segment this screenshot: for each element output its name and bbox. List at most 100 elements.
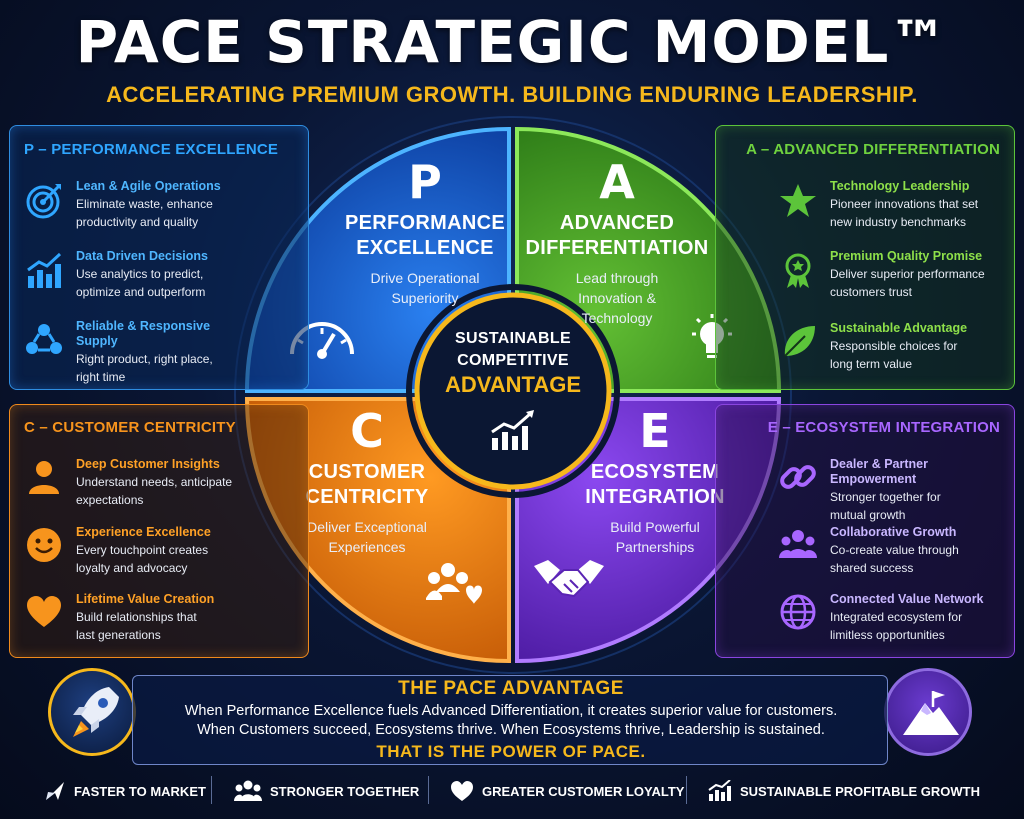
panel-a-heading: A – ADVANCED DIFFERENTIATION — [746, 141, 1000, 158]
footer-label-2: STRONGER TOGETHER — [270, 783, 420, 799]
quadrant-p-desc-2: Superiority — [391, 290, 459, 306]
panel-customer-centricity: C – CUSTOMER CENTRICITY Deep Customer In… — [9, 404, 309, 658]
quadrant-c-letter: C — [350, 404, 384, 458]
person-icon — [24, 457, 64, 497]
panel-c-item-2-desc-2: loyalty and advocacy — [76, 561, 188, 575]
panel-e-item-1-desc-2: mutual growth — [830, 508, 906, 522]
leaf-icon — [778, 321, 818, 361]
panel-c-item-2-title: Experience Excellence — [76, 525, 211, 539]
award-badge-icon — [778, 251, 818, 291]
advantage-title: THE PACE ADVANTAGE — [398, 678, 624, 699]
panel-p-item-3-title: Reliable & Responsive — [76, 319, 211, 333]
center-line-3: ADVANTAGE — [444, 372, 582, 397]
supply-network-icon — [24, 321, 64, 361]
panel-e-item-1-desc-1: Stronger together for — [830, 490, 941, 504]
quadrant-a-letter: A — [599, 155, 635, 209]
panel-a-item-3-title: Sustainable Advantage — [830, 321, 968, 335]
globe-icon — [778, 592, 818, 632]
panel-c-item-2-desc-1: Every touchpoint creates — [76, 543, 209, 557]
panel-p-item-1-desc-1: Eliminate waste, enhance — [76, 197, 213, 211]
quadrant-e-title-2: INTEGRATION — [585, 486, 725, 508]
panel-p-item-2-desc-1: Use analytics to predict, — [76, 267, 204, 281]
quadrant-e-desc-2: Partnerships — [615, 539, 695, 555]
quadrant-c-desc-1: Deliver Exceptional — [307, 519, 427, 535]
plane-icon — [46, 782, 64, 800]
star-icon — [778, 181, 818, 221]
growth-chart-icon — [708, 780, 731, 801]
panel-e-item-1-title: Dealer & Partner Empowerment — [830, 457, 928, 486]
footer-item-stronger-together: STRONGER TOGETHER — [234, 780, 419, 802]
panel-c-item-3-title: Lifetime Value Creation — [76, 592, 215, 606]
pace-quadrant-diagram — [234, 116, 792, 674]
page-subtitle: ACCELERATING PREMIUM GROWTH. BUILDING EN… — [106, 82, 918, 107]
center-line-2: COMPETITIVE — [457, 352, 569, 369]
center-line-1: SUSTAINABLE — [455, 330, 571, 347]
panel-p-item-3-desc-2: right time — [76, 370, 126, 384]
panel-c-item-3-desc-2: last generations — [76, 628, 161, 642]
advantage-power: THAT IS THE POWER OF PACE. — [376, 742, 646, 761]
lightbulb-icon — [692, 314, 732, 358]
panel-c-item-3-desc-1: Build relationships that — [76, 610, 197, 624]
panel-p-heading: P – PERFORMANCE EXCELLENCE — [24, 141, 279, 158]
footer-item-faster-to-market: FASTER TO MARKET — [44, 780, 206, 802]
panel-a-item-2-desc-1: Deliver superior performance — [830, 267, 985, 281]
customers-heart-icon — [426, 563, 482, 604]
quadrant-a-title-1: ADVANCED — [559, 212, 675, 234]
center-label: SUSTAINABLE COMPETITIVE ADVANTAGE — [413, 328, 613, 398]
bar-chart-icon — [24, 251, 64, 291]
quadrant-a-desc-3: Technology — [581, 310, 653, 326]
quadrant-c-desc-2: Experiences — [328, 539, 406, 555]
panel-a-item-3-desc-1: Responsible choices for — [830, 339, 958, 353]
smiley-icon — [24, 525, 64, 565]
pace-advantage-box: THE PACE ADVANTAGE When Performance Exce… — [132, 675, 888, 765]
footer-item-greater-customer-loyalty: GREATER CUSTOMER LOYALTY — [450, 780, 684, 802]
panel-c-item-1-title: Deep Customer Insights — [76, 457, 220, 471]
panel-a-item-1-desc-2: new industry benchmarks — [830, 215, 967, 229]
advantage-line-1: When Performance Excellence fuels Advanc… — [184, 703, 838, 719]
panel-e-item-2-desc-2: shared success — [830, 561, 914, 575]
people-icon — [234, 780, 262, 801]
quadrant-c-title-1: CUSTOMER — [308, 461, 426, 483]
quadrant-a-desc-2: Innovation & — [578, 290, 656, 306]
link-icon — [778, 457, 818, 497]
panel-a-item-2-title: Premium Quality Promise — [830, 249, 983, 263]
panel-p-item-2-desc-2: optimize and outperform — [76, 285, 206, 299]
quadrant-p-title-2: EXCELLENCE — [356, 237, 494, 259]
panel-performance-excellence: P – PERFORMANCE EXCELLENCE Lean & Agile … — [9, 125, 309, 390]
panel-a-item-2-desc-2: customers trust — [830, 285, 913, 299]
target-icon — [24, 181, 64, 221]
panel-advanced-differentiation: A – ADVANCED DIFFERENTIATION Technology … — [715, 125, 1015, 390]
panel-p-item-3-desc-1: Right product, right place, — [76, 352, 213, 366]
mountain-flag-icon — [903, 691, 959, 735]
panel-ecosystem-integration: E – ECOSYSTEM INTEGRATION Dealer & Partn… — [715, 404, 1015, 658]
footer-item-sustainable-profitable-growth: SUSTAINABLE PROFITABLE GROWTH — [708, 780, 980, 802]
panel-e-item-3-title: Connected Value Network — [830, 592, 984, 606]
advantage-line-2: When Customers succeed, Ecosystems thriv… — [197, 722, 825, 738]
rocket-badge — [48, 668, 136, 756]
panel-p-item-1-desc-2: productivity and quality — [76, 215, 199, 229]
handshake-icon — [534, 560, 604, 598]
page-title: PACE STRATEGIC MODEL™ — [75, 8, 949, 76]
panel-p-item-2-title: Data Driven Decisions — [76, 249, 208, 263]
panel-c-heading: C – CUSTOMER CENTRICITY — [24, 419, 236, 436]
footer-label-3: GREATER CUSTOMER LOYALTY — [482, 783, 685, 799]
footer-divider — [686, 776, 687, 804]
footer-label-1: FASTER TO MARKET — [74, 783, 206, 799]
quadrant-p-title-1: PERFORMANCE — [345, 212, 505, 234]
footer-label-4: SUSTAINABLE PROFITABLE GROWTH — [740, 783, 981, 799]
heart-icon — [24, 592, 64, 632]
quadrant-e-desc-1: Build Powerful — [610, 519, 700, 535]
panel-e-item-3-desc-2: limitless opportunities — [830, 628, 945, 642]
mountain-badge — [884, 668, 972, 756]
heart-icon — [451, 781, 473, 801]
panel-p-item-3-title-2: Supply — [76, 334, 118, 348]
footer-divider — [211, 776, 212, 804]
growth-chart-icon — [491, 410, 534, 450]
panel-c-item-1-desc-2: expectations — [76, 493, 144, 507]
footer-divider — [428, 776, 429, 804]
quadrant-e-letter: E — [639, 404, 671, 458]
panel-a-item-1-desc-1: Pioneer innovations that set — [830, 197, 979, 211]
rocket-icon — [73, 687, 119, 737]
panel-e-item-2-title: Collaborative Growth — [830, 525, 957, 539]
panel-e-item-2-desc-1: Co-create value through — [830, 543, 959, 557]
